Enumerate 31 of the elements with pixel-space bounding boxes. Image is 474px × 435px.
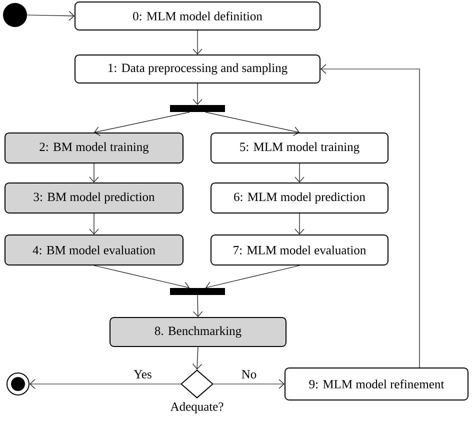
edge-label: No: [242, 370, 256, 378]
activity-box: 8. Benchmarking: [110, 317, 286, 347]
arrow: [205, 112, 300, 136]
activity-box: 5: MLM model training: [210, 132, 388, 164]
activity-box: 1: Data preprocessing and sampling: [74, 54, 320, 84]
sync-bar: [170, 288, 225, 295]
activity-box: 0: MLM model definition: [74, 2, 320, 30]
start-node: [3, 3, 27, 27]
edge-label: Yes: [134, 370, 152, 378]
sync-bar: [170, 105, 225, 112]
beside-label: Adequate?: [170, 402, 224, 414]
activity-box: 6: MLM model prediction: [210, 182, 388, 214]
arrow: [213, 379, 284, 389]
arrow: [192, 30, 202, 54]
end-node: [6, 372, 30, 396]
arrow: [89, 163, 99, 182]
arrow: [192, 83, 202, 105]
arrow: [294, 163, 304, 182]
arrow: [193, 294, 203, 317]
arrow: [89, 213, 99, 234]
arrow: [294, 213, 304, 234]
arrow: [26, 11, 74, 21]
activity-box: 2: BM model training: [4, 132, 184, 164]
activity-box: 4: BM model evaluation: [4, 234, 184, 266]
activity-box: 7: MLM model evaluation: [210, 234, 388, 266]
arrow: [94, 112, 190, 136]
arrow: [30, 379, 181, 389]
arrow: [192, 346, 202, 370]
activity-box: 9: MLM model refinement: [284, 368, 468, 400]
arrow: [320, 64, 420, 368]
activity-box: 3: BM model prediction: [4, 182, 184, 214]
